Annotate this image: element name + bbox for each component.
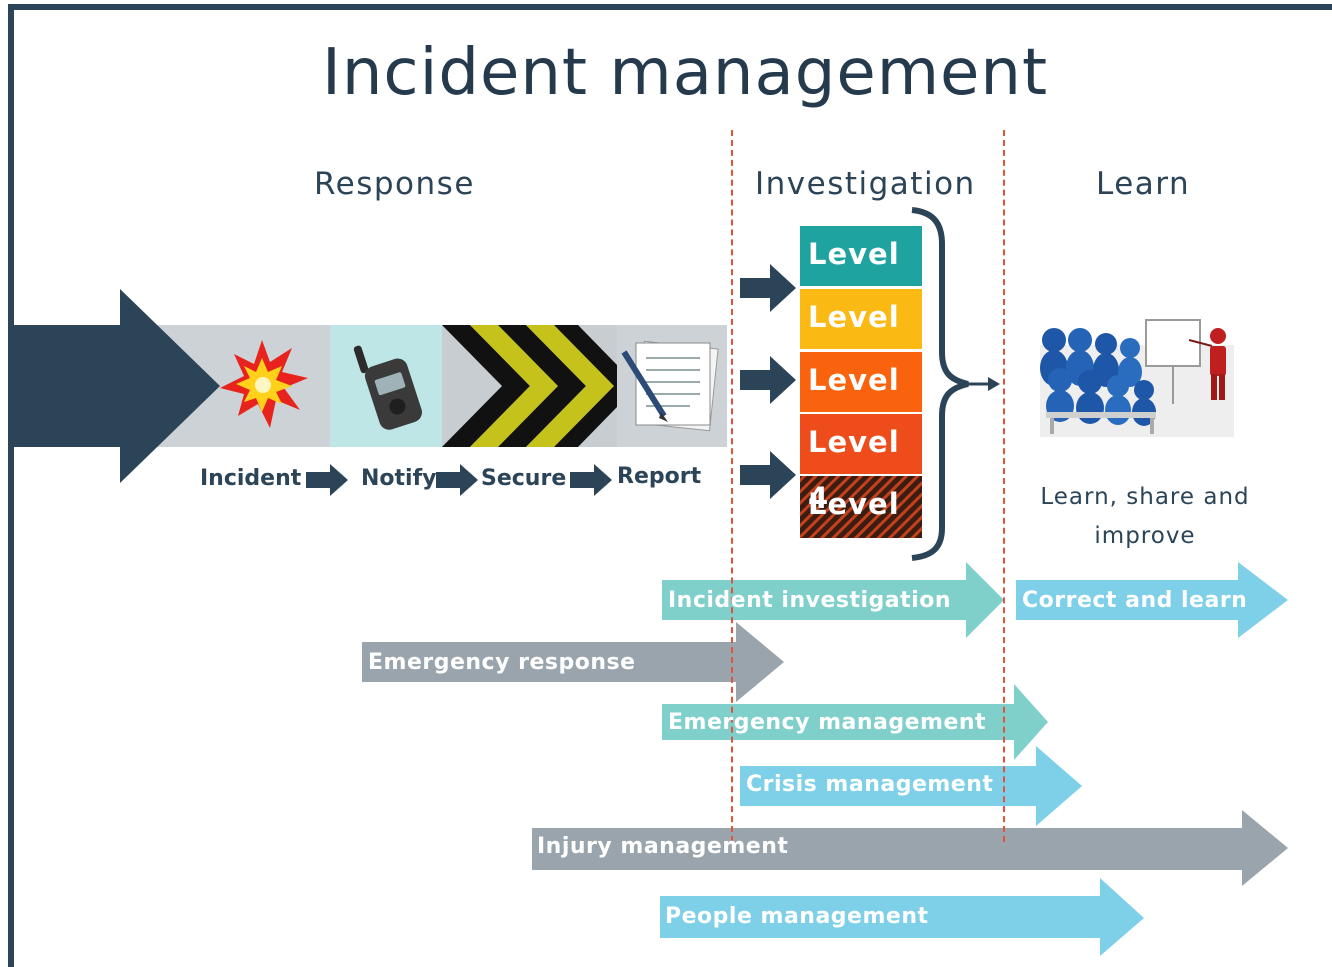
divider-investigation-learn [1003, 130, 1005, 842]
activity-arrow-correct-and-learn [1016, 562, 1288, 638]
step-arrow-1 [306, 464, 348, 496]
step-notify: Notify [361, 466, 437, 491]
level-2: Level 2 [800, 289, 922, 390]
level-4: Level 4 [800, 414, 922, 515]
activity-arrow-injury-management [532, 810, 1288, 886]
diagram-title: Incident management [321, 36, 1049, 110]
classroom-illustration [1040, 319, 1234, 437]
level-5-hatch [800, 476, 922, 538]
brace-pointer-head [988, 377, 1000, 391]
step-arrow-3 [570, 464, 612, 496]
label-emergency-response: Emergency response [368, 650, 636, 675]
label-correct-and-learn: Correct and learn [1022, 588, 1248, 613]
step-secure: Secure [481, 466, 567, 491]
label-injury-management: Injury management [537, 834, 789, 859]
activity-arrow-crisis-management [740, 746, 1082, 826]
activity-arrow-people-management [660, 878, 1144, 956]
step-report: Report [617, 464, 702, 489]
phase-learn: Learn [1096, 166, 1191, 202]
step-incident: Incident [200, 466, 302, 491]
level-arrow-1 [740, 264, 796, 312]
phase-response: Response [314, 166, 475, 202]
walkie-talkie-icon [353, 345, 422, 430]
step-arrow-2 [436, 464, 478, 496]
frame-left-border [8, 4, 14, 967]
level-5: Level 5 [808, 487, 900, 577]
label-incident-investigation: Incident investigation [668, 588, 951, 613]
frame-top-border [8, 4, 1332, 10]
explosion-icon [220, 340, 308, 428]
label-people-management: People management [665, 904, 929, 929]
chevron-stripes [442, 325, 617, 447]
label-crisis-management: Crisis management [746, 772, 994, 797]
level-1: Level 1 [800, 226, 922, 327]
activity-arrow-emergency-response [362, 622, 784, 702]
big-arrow [12, 289, 220, 483]
activity-arrow-incident-investigation [662, 562, 1004, 638]
level-3: Level 3 [800, 352, 922, 453]
document-icon [621, 340, 719, 432]
divider-response-investigation [731, 130, 733, 842]
label-emergency-management: Emergency management [668, 710, 987, 735]
level-arrow-3 [740, 451, 796, 499]
learn-note: Learn, share and improve [1040, 484, 1250, 549]
phase-investigation: Investigation [755, 166, 976, 202]
activity-arrow-emergency-management [662, 684, 1048, 760]
level-arrow-2 [740, 356, 796, 404]
